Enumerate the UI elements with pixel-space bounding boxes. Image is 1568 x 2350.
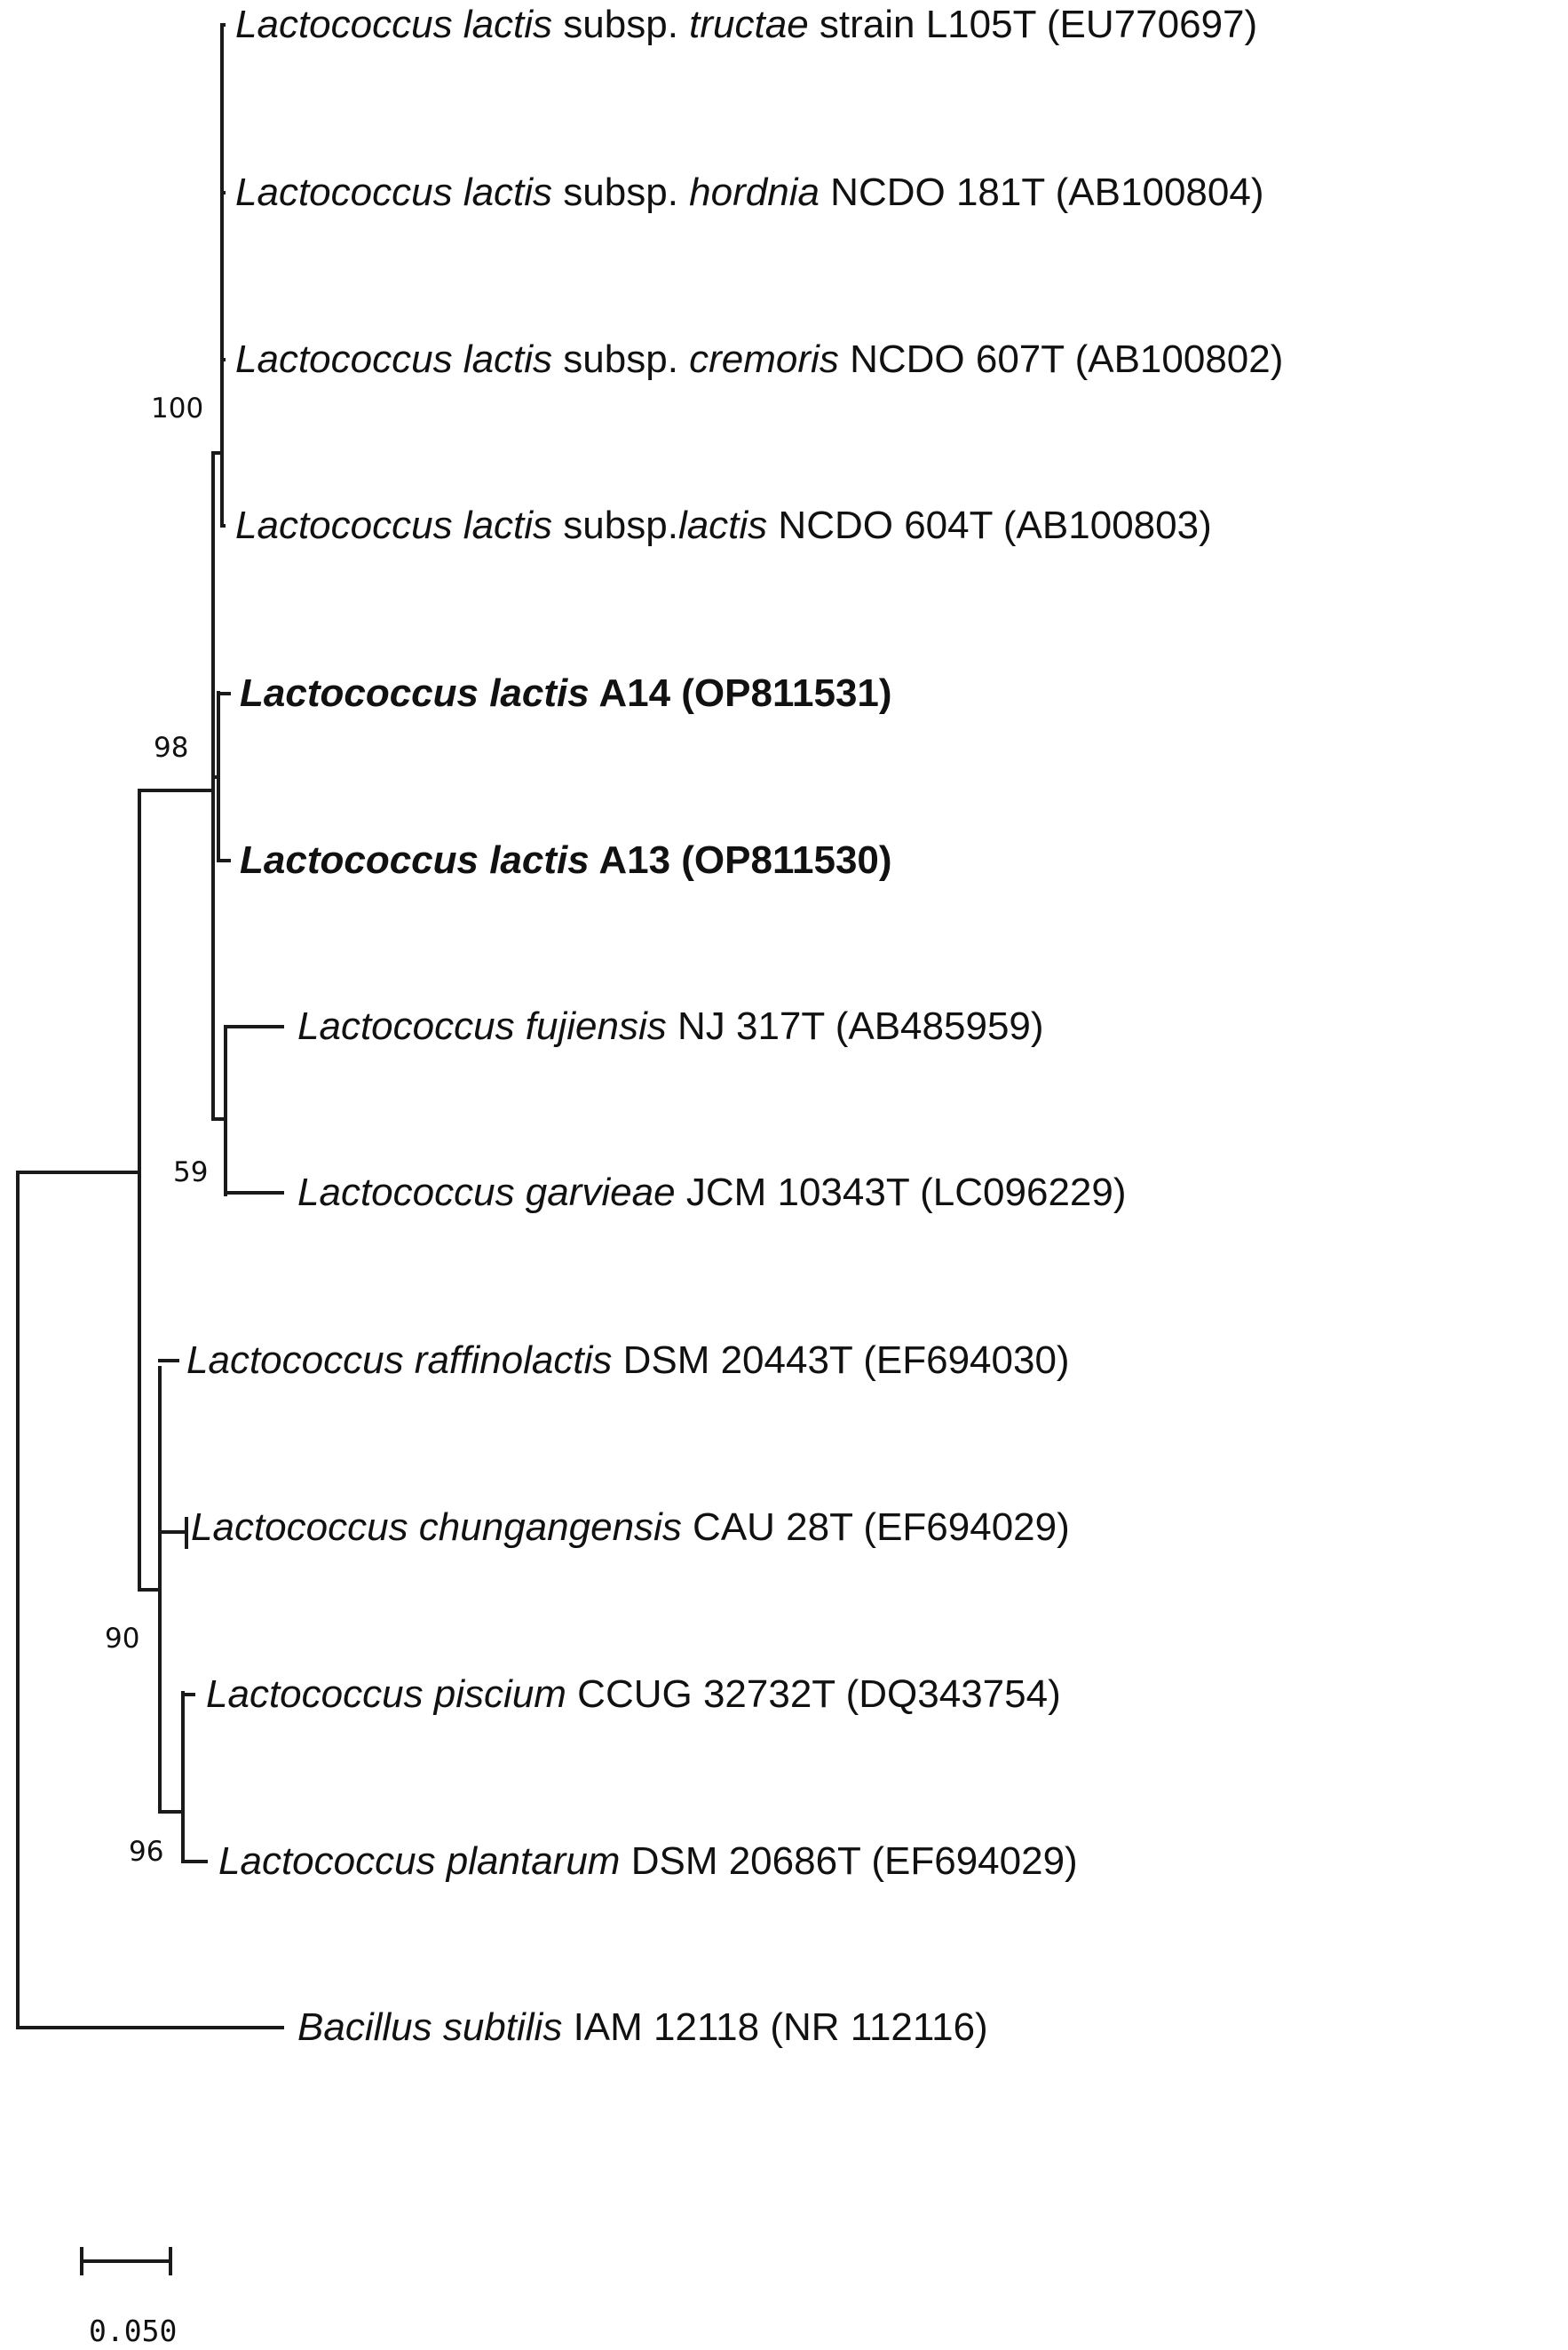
tip-label-text: NCDO 607T (AB100802) [839,337,1284,381]
tip-label-A14: Lactococcus lactis A14 (OP811531) [240,671,892,715]
tip-label-lactis: Lactococcus lactis subsp.lactis NCDO 604… [235,504,1212,547]
bootstrap-value: 98 [154,732,188,764]
tip-taxon-name: Lactococcus fujiensis [297,1004,667,1048]
tip-taxon-name: Lactococcus lactis [235,504,552,547]
tip-label-text: IAM 12118 (NR 112116) [562,2005,987,2049]
tip-label-hordnia: Lactococcus lactis subsp. hordnia NCDO 1… [235,171,1263,214]
tip-label-text: A14 (OP811531) [590,671,892,715]
tip-label-subtilis: Bacillus subtilis IAM 12118 (NR 112116) [297,2005,988,2049]
tip-label-text: strain L105T (EU770697) [809,3,1257,46]
tip-label-text: subsp. [552,171,689,214]
tip-label-text: DSM 20443T (EF694030) [612,1338,1069,1382]
tip-label-A13: Lactococcus lactis A13 (OP811530) [240,838,892,882]
bootstrap-value: 90 [105,1623,139,1655]
tip-taxon-name: Lactococcus lactis [235,171,552,214]
tip-taxon-name: Lactococcus raffinolactis [186,1338,612,1382]
bootstrap-value: 59 [173,1156,208,1188]
tip-label-text: subsp. [552,337,689,381]
tip-label-text: JCM 10343T (LC096229) [676,1171,1127,1214]
scale-bar-label: 0.050 [89,2314,177,2348]
tip-label-text: DSM 20686T (EF694029) [620,1839,1077,1883]
tip-subspecies-name: hordnia [689,171,820,214]
tip-label-text: NCDO 604T (AB100803) [767,504,1212,547]
tip-label-tructae: Lactococcus lactis subsp. tructae strain… [235,3,1257,46]
tip-taxon-name: Lactococcus piscium [206,1672,566,1716]
tip-label-raffinolactis: Lactococcus raffinolactis DSM 20443T (EF… [186,1338,1070,1382]
tip-taxon-name: Lactococcus lactis [240,838,590,882]
bootstrap-value: 100 [151,393,203,425]
tip-taxon-name: Lactococcus lactis [235,3,552,46]
tip-label-text: NCDO 181T (AB100804) [820,171,1264,214]
tip-subspecies-name: lactis [678,504,767,547]
tip-taxon-name: Bacillus subtilis [297,2005,562,2049]
tip-label-cremoris: Lactococcus lactis subsp. cremoris NCDO … [235,337,1283,381]
tip-label-text: subsp. [552,504,678,547]
tip-label-text: subsp. [552,3,689,46]
tip-taxon-name: Lactococcus chungangensis [191,1505,682,1549]
tip-taxon-name: Lactococcus plantarum [218,1839,620,1883]
tip-label-text: CCUG 32732T (DQ343754) [566,1672,1061,1716]
tip-taxon-name: Lactococcus garvieae [297,1171,676,1214]
tip-label-text: CAU 28T (EF694029) [682,1505,1070,1549]
tip-taxon-name: Lactococcus lactis [240,671,590,715]
tip-label-text: NJ 317T (AB485959) [667,1004,1044,1048]
tip-taxon-name: Lactococcus lactis [235,337,552,381]
tip-subspecies-name: cremoris [689,337,839,381]
tip-label-garvieae: Lactococcus garvieae JCM 10343T (LC09622… [297,1171,1127,1214]
tip-subspecies-name: tructae [689,3,809,46]
tip-label-piscium: Lactococcus piscium CCUG 32732T (DQ34375… [206,1672,1061,1716]
tip-label-plantarum: Lactococcus plantarum DSM 20686T (EF6940… [218,1839,1078,1883]
tip-label-fujiensis: Lactococcus fujiensis NJ 317T (AB485959) [297,1004,1044,1048]
bootstrap-value: 96 [129,1836,163,1868]
tip-label-text: A13 (OP811530) [590,838,892,882]
tip-label-chungangensis: Lactococcus chungangensis CAU 28T (EF694… [191,1505,1070,1549]
